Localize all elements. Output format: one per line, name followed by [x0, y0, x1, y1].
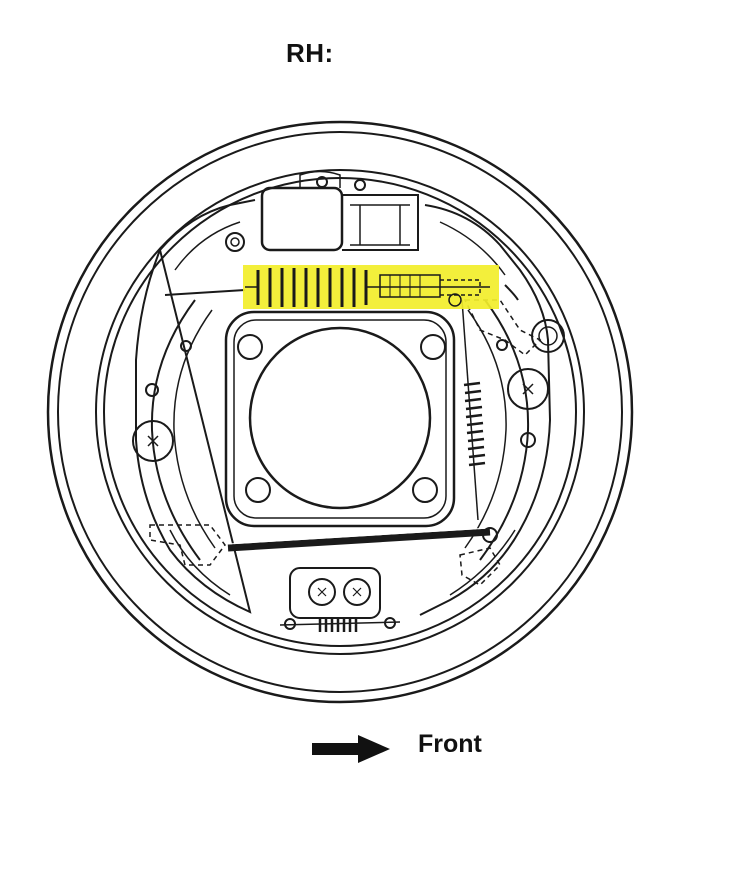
- bottom-anchor-block: [289, 567, 381, 619]
- shoe-right-inner: [464, 309, 507, 549]
- drum-ring-2: [57, 131, 623, 693]
- hidden-lever: [149, 524, 226, 566]
- bolt-hole-bottom-right: [412, 477, 438, 503]
- wheel-cylinder: [260, 186, 344, 252]
- shoe-left: [150, 299, 201, 561]
- parking-brake-cable: [164, 289, 246, 296]
- hub-plate-inner: [233, 319, 447, 519]
- lower-return-spring: [227, 528, 491, 552]
- bolt-hole-top-left: [237, 334, 263, 360]
- bolt-hole-bottom-left: [245, 477, 271, 503]
- bottom-spring-wire: [279, 621, 401, 626]
- shoe-right: [479, 299, 530, 561]
- hold-down-pin-right: [507, 368, 549, 410]
- hub-plate: [224, 310, 456, 528]
- drum-outer-ring: [46, 120, 634, 704]
- side-label: RH:: [286, 38, 334, 68]
- anchor-left: [225, 232, 245, 252]
- front-direction-label: Front: [418, 730, 482, 758]
- adjuster-spring: [461, 299, 479, 521]
- highlighted-upper-spring: [243, 265, 499, 309]
- drum-ring-3: [95, 169, 585, 655]
- bottom-spring-coils: [318, 618, 358, 632]
- hold-down-pin-left: [132, 420, 174, 462]
- hub-center-hole: [248, 326, 432, 510]
- backing-plate-inner: [169, 221, 516, 596]
- wheel-cylinder-clip: [342, 194, 419, 251]
- bolt-hole-top-right: [420, 334, 446, 360]
- right-arrow-icon: [312, 735, 390, 763]
- adjuster-spring-coils: [463, 381, 486, 467]
- backing-plate-outline: [135, 199, 552, 616]
